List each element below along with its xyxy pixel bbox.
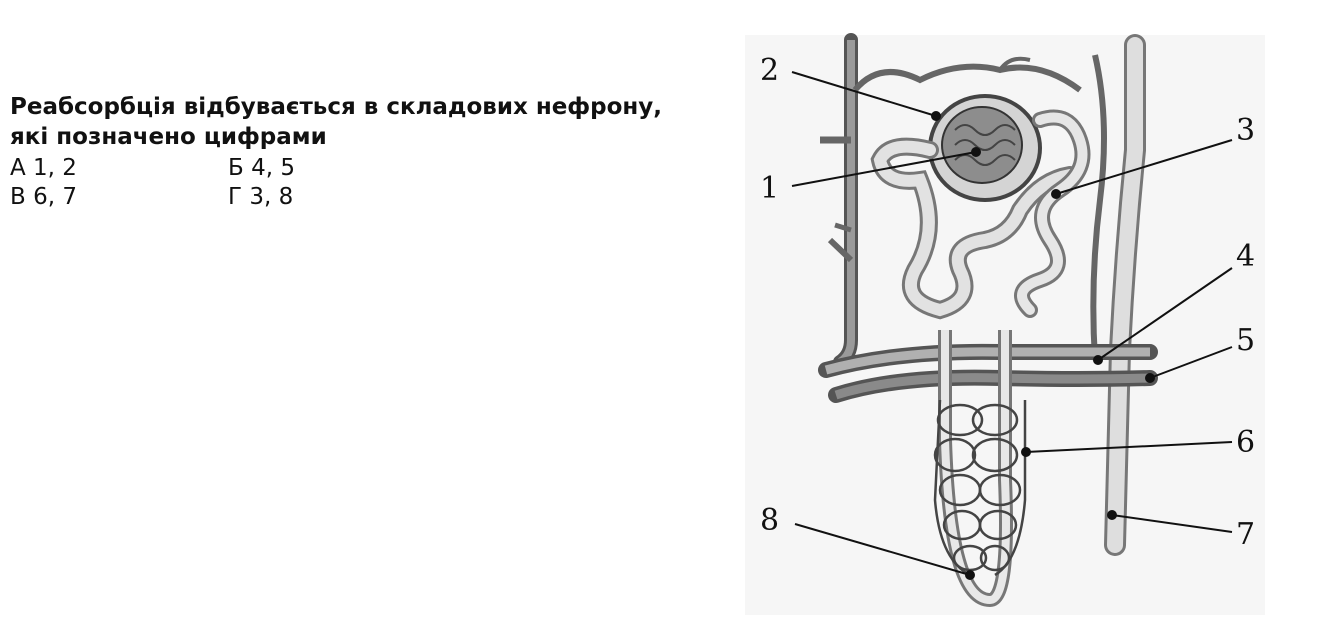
option-c-value: 6, 7 bbox=[33, 184, 77, 210]
option-c[interactable]: В 6, 7 bbox=[10, 183, 228, 212]
right-small-vessel bbox=[1090, 54, 1107, 361]
glomerulus bbox=[941, 106, 1023, 184]
option-a[interactable]: А 1, 2 bbox=[10, 154, 228, 183]
label-8: 8 bbox=[760, 503, 779, 538]
question-text: Реабсорбція відбувається в складових неф… bbox=[10, 92, 730, 152]
option-b-letter: Б bbox=[228, 155, 244, 181]
label-2: 2 bbox=[760, 53, 779, 88]
option-c-letter: В bbox=[10, 184, 26, 210]
question-line-1: Реабсорбція відбувається в складових неф… bbox=[10, 94, 663, 120]
top-arc-vessel bbox=[852, 63, 1082, 93]
leader-lines bbox=[791, 71, 1233, 580]
distal-tubule-inner bbox=[1017, 112, 1088, 315]
collecting-duct-inner bbox=[1107, 37, 1143, 553]
nephron-diagram: 2 1 3 4 5 6 7 8 bbox=[740, 30, 1280, 619]
option-a-letter: А bbox=[10, 155, 26, 181]
label-6: 6 bbox=[1236, 425, 1255, 460]
option-d-letter: Г bbox=[228, 184, 243, 210]
nephron-illustration: 2 1 3 4 5 6 7 8 bbox=[745, 33, 1265, 615]
option-d[interactable]: Г 3, 8 bbox=[228, 183, 428, 212]
proximal-tubule-inner bbox=[873, 140, 1076, 317]
label-7: 7 bbox=[1236, 517, 1255, 552]
label-4: 4 bbox=[1236, 239, 1255, 274]
left-branch-2 bbox=[827, 237, 854, 263]
top-arc-branch bbox=[998, 56, 1031, 72]
label-3: 3 bbox=[1236, 113, 1255, 148]
label-1: 1 bbox=[760, 171, 779, 206]
left-branch-3 bbox=[834, 222, 852, 233]
option-a-value: 1, 2 bbox=[33, 155, 77, 181]
option-d-value: 3, 8 bbox=[249, 184, 294, 210]
label-5: 5 bbox=[1236, 323, 1255, 358]
option-b-value: 4, 5 bbox=[251, 155, 295, 181]
answer-options: А 1, 2 Б 4, 5 В 6, 7 Г 3, 8 bbox=[10, 154, 730, 212]
option-b[interactable]: Б 4, 5 bbox=[228, 154, 428, 183]
question-block: Реабсорбція відбувається в складових неф… bbox=[10, 92, 730, 212]
question-line-2: які позначено цифрами bbox=[10, 124, 327, 150]
